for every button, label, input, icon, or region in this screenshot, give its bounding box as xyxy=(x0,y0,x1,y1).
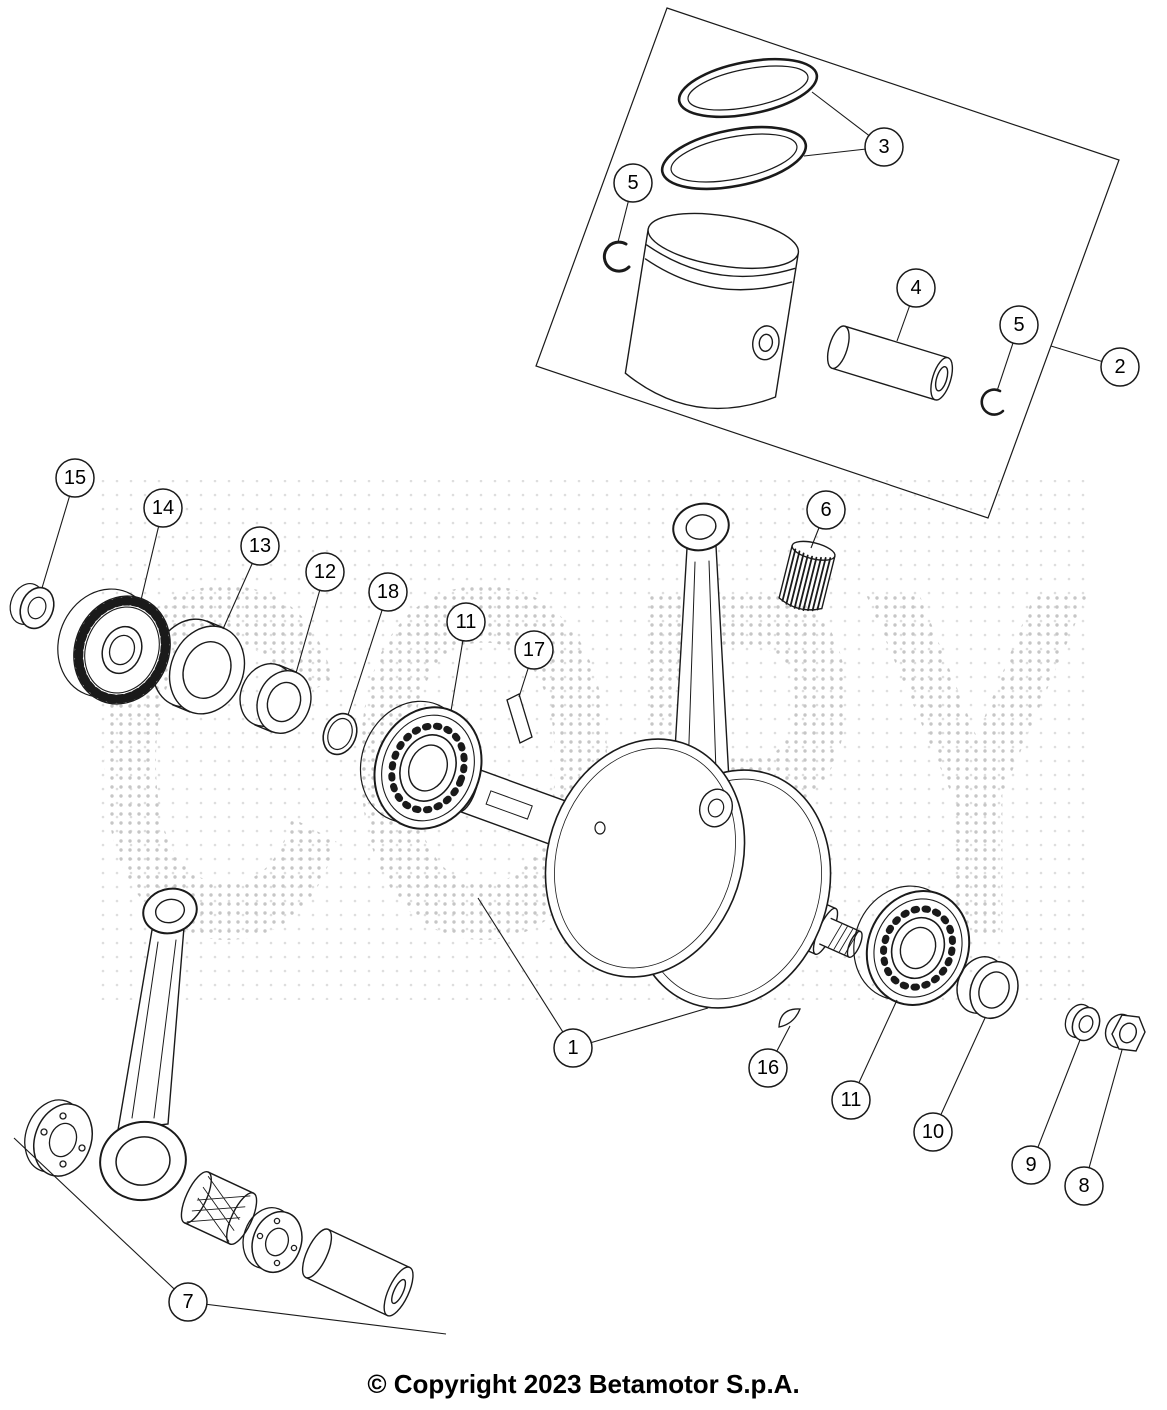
leader-line-7 xyxy=(13,1137,189,1303)
callout-number-13: 13 xyxy=(249,535,271,557)
callout-12[interactable]: 12 xyxy=(305,552,345,592)
callout-circle-4[interactable] xyxy=(896,268,936,308)
callouts: 3 5 4 5 2 15 14 6 13 12 18 11 17 1 16 11 10 9 8 7 xyxy=(55,127,1140,1322)
callout-circle-11[interactable] xyxy=(446,602,486,642)
piston-pin xyxy=(826,325,954,401)
woodruff-key xyxy=(778,1008,801,1028)
callout-circle-9[interactable] xyxy=(1011,1145,1051,1185)
callout-number-9: 9 xyxy=(1025,1154,1036,1176)
callout-number-5: 5 xyxy=(627,172,638,194)
main-bearing-right xyxy=(853,885,971,1006)
callout-number-11: 11 xyxy=(456,611,477,633)
thrust-washer-right xyxy=(242,1207,303,1274)
callout-9[interactable]: 9 xyxy=(1011,1145,1051,1185)
callout-3[interactable]: 3 xyxy=(864,127,904,167)
callout-15[interactable]: 15 xyxy=(55,458,95,498)
circlip-right xyxy=(980,388,1005,416)
callout-6[interactable]: 6 xyxy=(806,490,846,530)
leader-line-1 xyxy=(572,1007,709,1049)
connecting-rod-upper xyxy=(672,502,730,784)
callout-circle-17[interactable] xyxy=(514,630,554,670)
circlip-left xyxy=(602,240,631,273)
callout-number-3: 3 xyxy=(878,136,889,158)
callout-circle-2[interactable] xyxy=(1100,347,1140,387)
washer xyxy=(1064,1003,1101,1042)
callout-circle-12[interactable] xyxy=(305,552,345,592)
callout-number-14: 14 xyxy=(152,497,174,519)
callout-circle-8[interactable] xyxy=(1064,1166,1104,1206)
callout-number-1: 1 xyxy=(567,1037,578,1059)
callout-7[interactable]: 7 xyxy=(168,1282,208,1322)
callout-2[interactable]: 2 xyxy=(1100,347,1140,387)
lock-washer xyxy=(9,583,55,630)
callout-number-8: 8 xyxy=(1078,1175,1089,1197)
copyright-line: © Copyright 2023 Betamotor S.p.A. xyxy=(367,1369,800,1399)
callout-number-16: 16 xyxy=(757,1057,779,1079)
main-bearing-left xyxy=(359,700,483,830)
callout-circle-15[interactable] xyxy=(55,458,95,498)
callout-number-10: 10 xyxy=(922,1121,944,1143)
leader-line-9 xyxy=(1030,1039,1081,1166)
crank-pin-end-face xyxy=(698,788,734,828)
callout-11[interactable]: 11 xyxy=(831,1080,871,1120)
callout-circle-1[interactable] xyxy=(553,1028,593,1068)
leader-line-7 xyxy=(187,1301,447,1335)
callout-number-18: 18 xyxy=(377,581,399,603)
callout-14[interactable]: 14 xyxy=(143,488,183,528)
callout-number-7: 7 xyxy=(182,1291,193,1313)
callout-number-12: 12 xyxy=(314,561,336,583)
callout-circle-13[interactable] xyxy=(240,526,280,566)
callout-circle-5[interactable] xyxy=(999,305,1039,345)
leader-line-10 xyxy=(932,1017,986,1133)
piston-rings xyxy=(660,57,819,191)
callout-number-17: 17 xyxy=(523,639,545,661)
callout-circle-14[interactable] xyxy=(143,488,183,528)
callout-4[interactable]: 4 xyxy=(896,268,936,308)
callout-5[interactable]: 5 xyxy=(999,305,1039,345)
callout-circle-5[interactable] xyxy=(613,163,653,203)
piston-kit-box xyxy=(535,7,1120,519)
leader-line-1 xyxy=(477,897,574,1049)
crank-pin xyxy=(301,1228,414,1317)
callout-11[interactable]: 11 xyxy=(446,602,486,642)
callout-17[interactable]: 17 xyxy=(514,630,554,670)
callout-circle-11[interactable] xyxy=(831,1080,871,1120)
callout-8[interactable]: 8 xyxy=(1064,1166,1104,1206)
callout-18[interactable]: 18 xyxy=(368,572,408,612)
callout-13[interactable]: 13 xyxy=(240,526,280,566)
callout-circle-16[interactable] xyxy=(748,1048,788,1088)
connecting-rod-lower xyxy=(99,887,198,1202)
callout-number-2: 2 xyxy=(1114,356,1125,378)
callout-circle-3[interactable] xyxy=(864,127,904,167)
crank-web-left xyxy=(544,738,746,978)
piston xyxy=(624,212,800,410)
spacer-bushing xyxy=(239,663,312,734)
callout-10[interactable]: 10 xyxy=(913,1112,953,1152)
thrust-washer-left xyxy=(24,1099,93,1177)
primary-gear xyxy=(57,588,171,705)
big-end-needle-cage xyxy=(180,1171,258,1245)
callout-16[interactable]: 16 xyxy=(748,1048,788,1088)
callout-number-15: 15 xyxy=(64,467,86,489)
callout-number-6: 6 xyxy=(820,499,831,521)
callout-circle-10[interactable] xyxy=(913,1112,953,1152)
needle-bearing-small-end xyxy=(778,540,836,612)
callout-circle-18[interactable] xyxy=(368,572,408,612)
distance-spacer xyxy=(956,956,1019,1019)
callout-1[interactable]: 1 xyxy=(553,1028,593,1068)
callout-number-11: 11 xyxy=(841,1089,862,1111)
leader-line-18 xyxy=(347,591,389,716)
leader-line-8 xyxy=(1083,1049,1123,1187)
callout-5[interactable]: 5 xyxy=(613,163,653,203)
crankshaft-nut xyxy=(1104,1013,1146,1052)
callout-circle-6[interactable] xyxy=(806,490,846,530)
callout-circle-7[interactable] xyxy=(168,1282,208,1322)
callout-number-4: 4 xyxy=(910,277,921,299)
shaft-key xyxy=(506,693,533,744)
callout-number-5: 5 xyxy=(1013,314,1024,336)
